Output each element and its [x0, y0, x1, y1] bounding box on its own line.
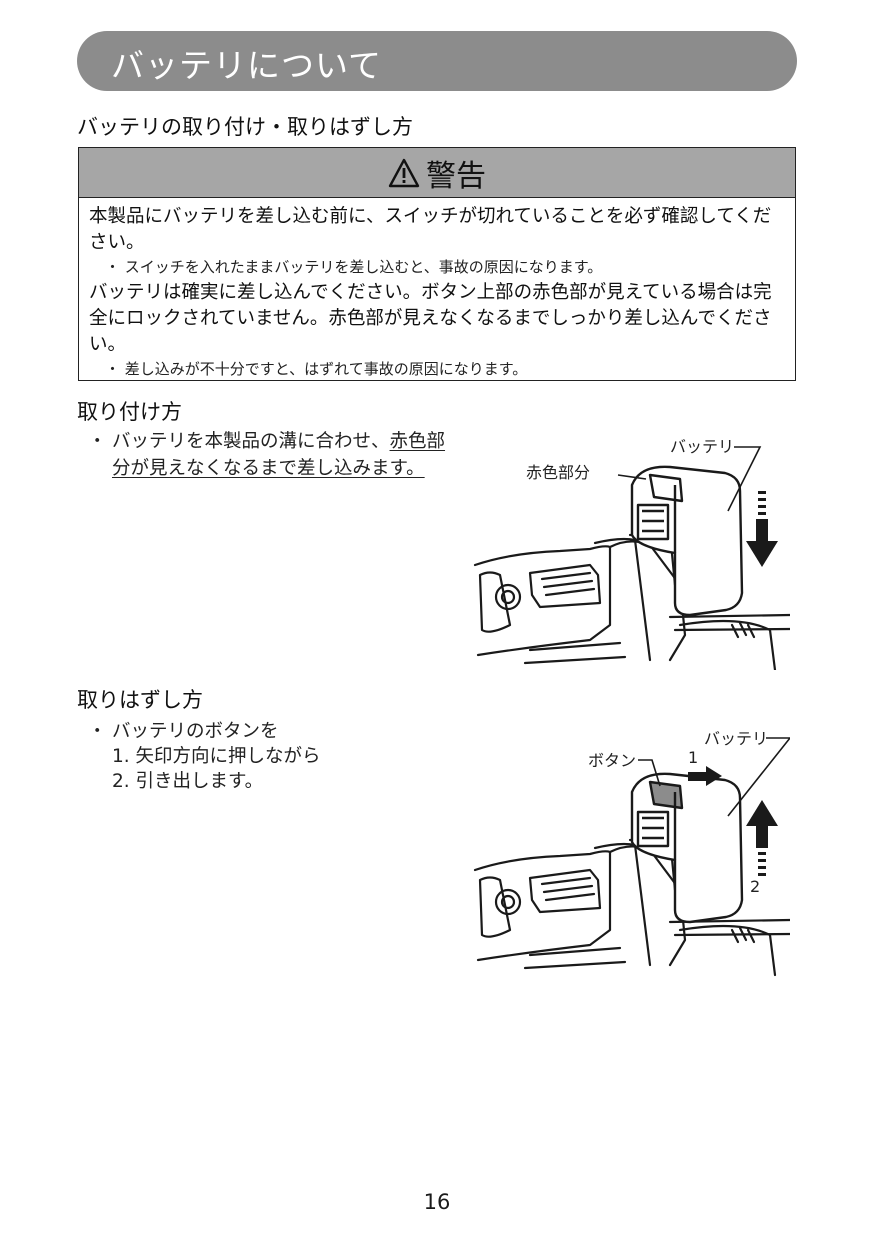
install-bullet: ・ — [88, 431, 107, 452]
warning-note-2: ・ 差し込みが不十分ですと、はずれて事故の原因になります。 — [105, 360, 528, 378]
warning-item-2: バッテリは確実に差し込んでください。ボタン上部の赤色部が見えている場合は完全にロ… — [89, 282, 772, 355]
red-part-leader-line — [617, 474, 647, 480]
section-title: バッテリの取り付け・取りはずし方 — [77, 115, 413, 139]
page-number: 16 — [423, 1190, 451, 1214]
warning-header: 警告 — [79, 148, 795, 198]
step-2-marker: 2 — [750, 877, 760, 896]
install-text-underlined: 赤色部分が見えなくなるまで差し込みます。 — [112, 431, 446, 479]
insert-arrow-down — [746, 491, 778, 567]
button-leader-line — [638, 759, 661, 787]
install-title: 取り付け方 — [77, 400, 182, 424]
warning-heading: 警告 — [426, 158, 486, 194]
page-title-bar: バッテリについて — [77, 31, 797, 91]
red-part-label: 赤色部分 — [526, 463, 590, 482]
install-text-plain: バッテリを本製品の溝に合わせ、 — [112, 431, 390, 452]
pull-arrow-up — [746, 800, 778, 876]
step-1-marker: 1 — [688, 748, 698, 767]
install-figure: 赤色部分 バッテリ — [473, 437, 790, 670]
battery-pack — [630, 465, 744, 617]
removal-step-1: 1. 矢印方向に押しながら — [112, 746, 321, 767]
warning-note-1: ・ スイッチを入れたままバッテリを差し込むと、事故の原因になります。 — [105, 258, 603, 276]
removal-title: 取りはずし方 — [77, 688, 203, 712]
warning-item-1: 本製品にバッテリを差し込む前に、スイッチが切れていることを必ず確認してください。 — [89, 206, 772, 253]
removal-figure: ボタン バッテリ 1 2 — [473, 729, 790, 977]
page-title: バッテリについて — [111, 46, 383, 85]
removal-step-2: 2. 引き出します。 — [112, 771, 264, 792]
drill-illustration — [473, 836, 790, 977]
warning-triangle-icon — [388, 158, 420, 187]
warning-box: 警告 本製品にバッテリを差し込む前に、スイッチが切れていることを必ず確認してくだ… — [78, 147, 796, 381]
battery-leader-line — [727, 737, 790, 817]
removal-intro: バッテリのボタンを — [112, 721, 279, 742]
battery-label: バッテリ — [704, 729, 768, 748]
battery-pack — [630, 772, 744, 924]
install-text: バッテリを本製品の溝に合わせ、赤色部分が見えなくなるまで差し込みます。 — [112, 428, 458, 482]
button-label: ボタン — [588, 751, 636, 770]
removal-bullet: ・ — [88, 721, 107, 742]
push-arrow-right — [688, 766, 722, 786]
battery-label: バッテリ — [670, 437, 734, 456]
drill-illustration — [473, 531, 790, 670]
battery-leader-line — [727, 446, 762, 512]
